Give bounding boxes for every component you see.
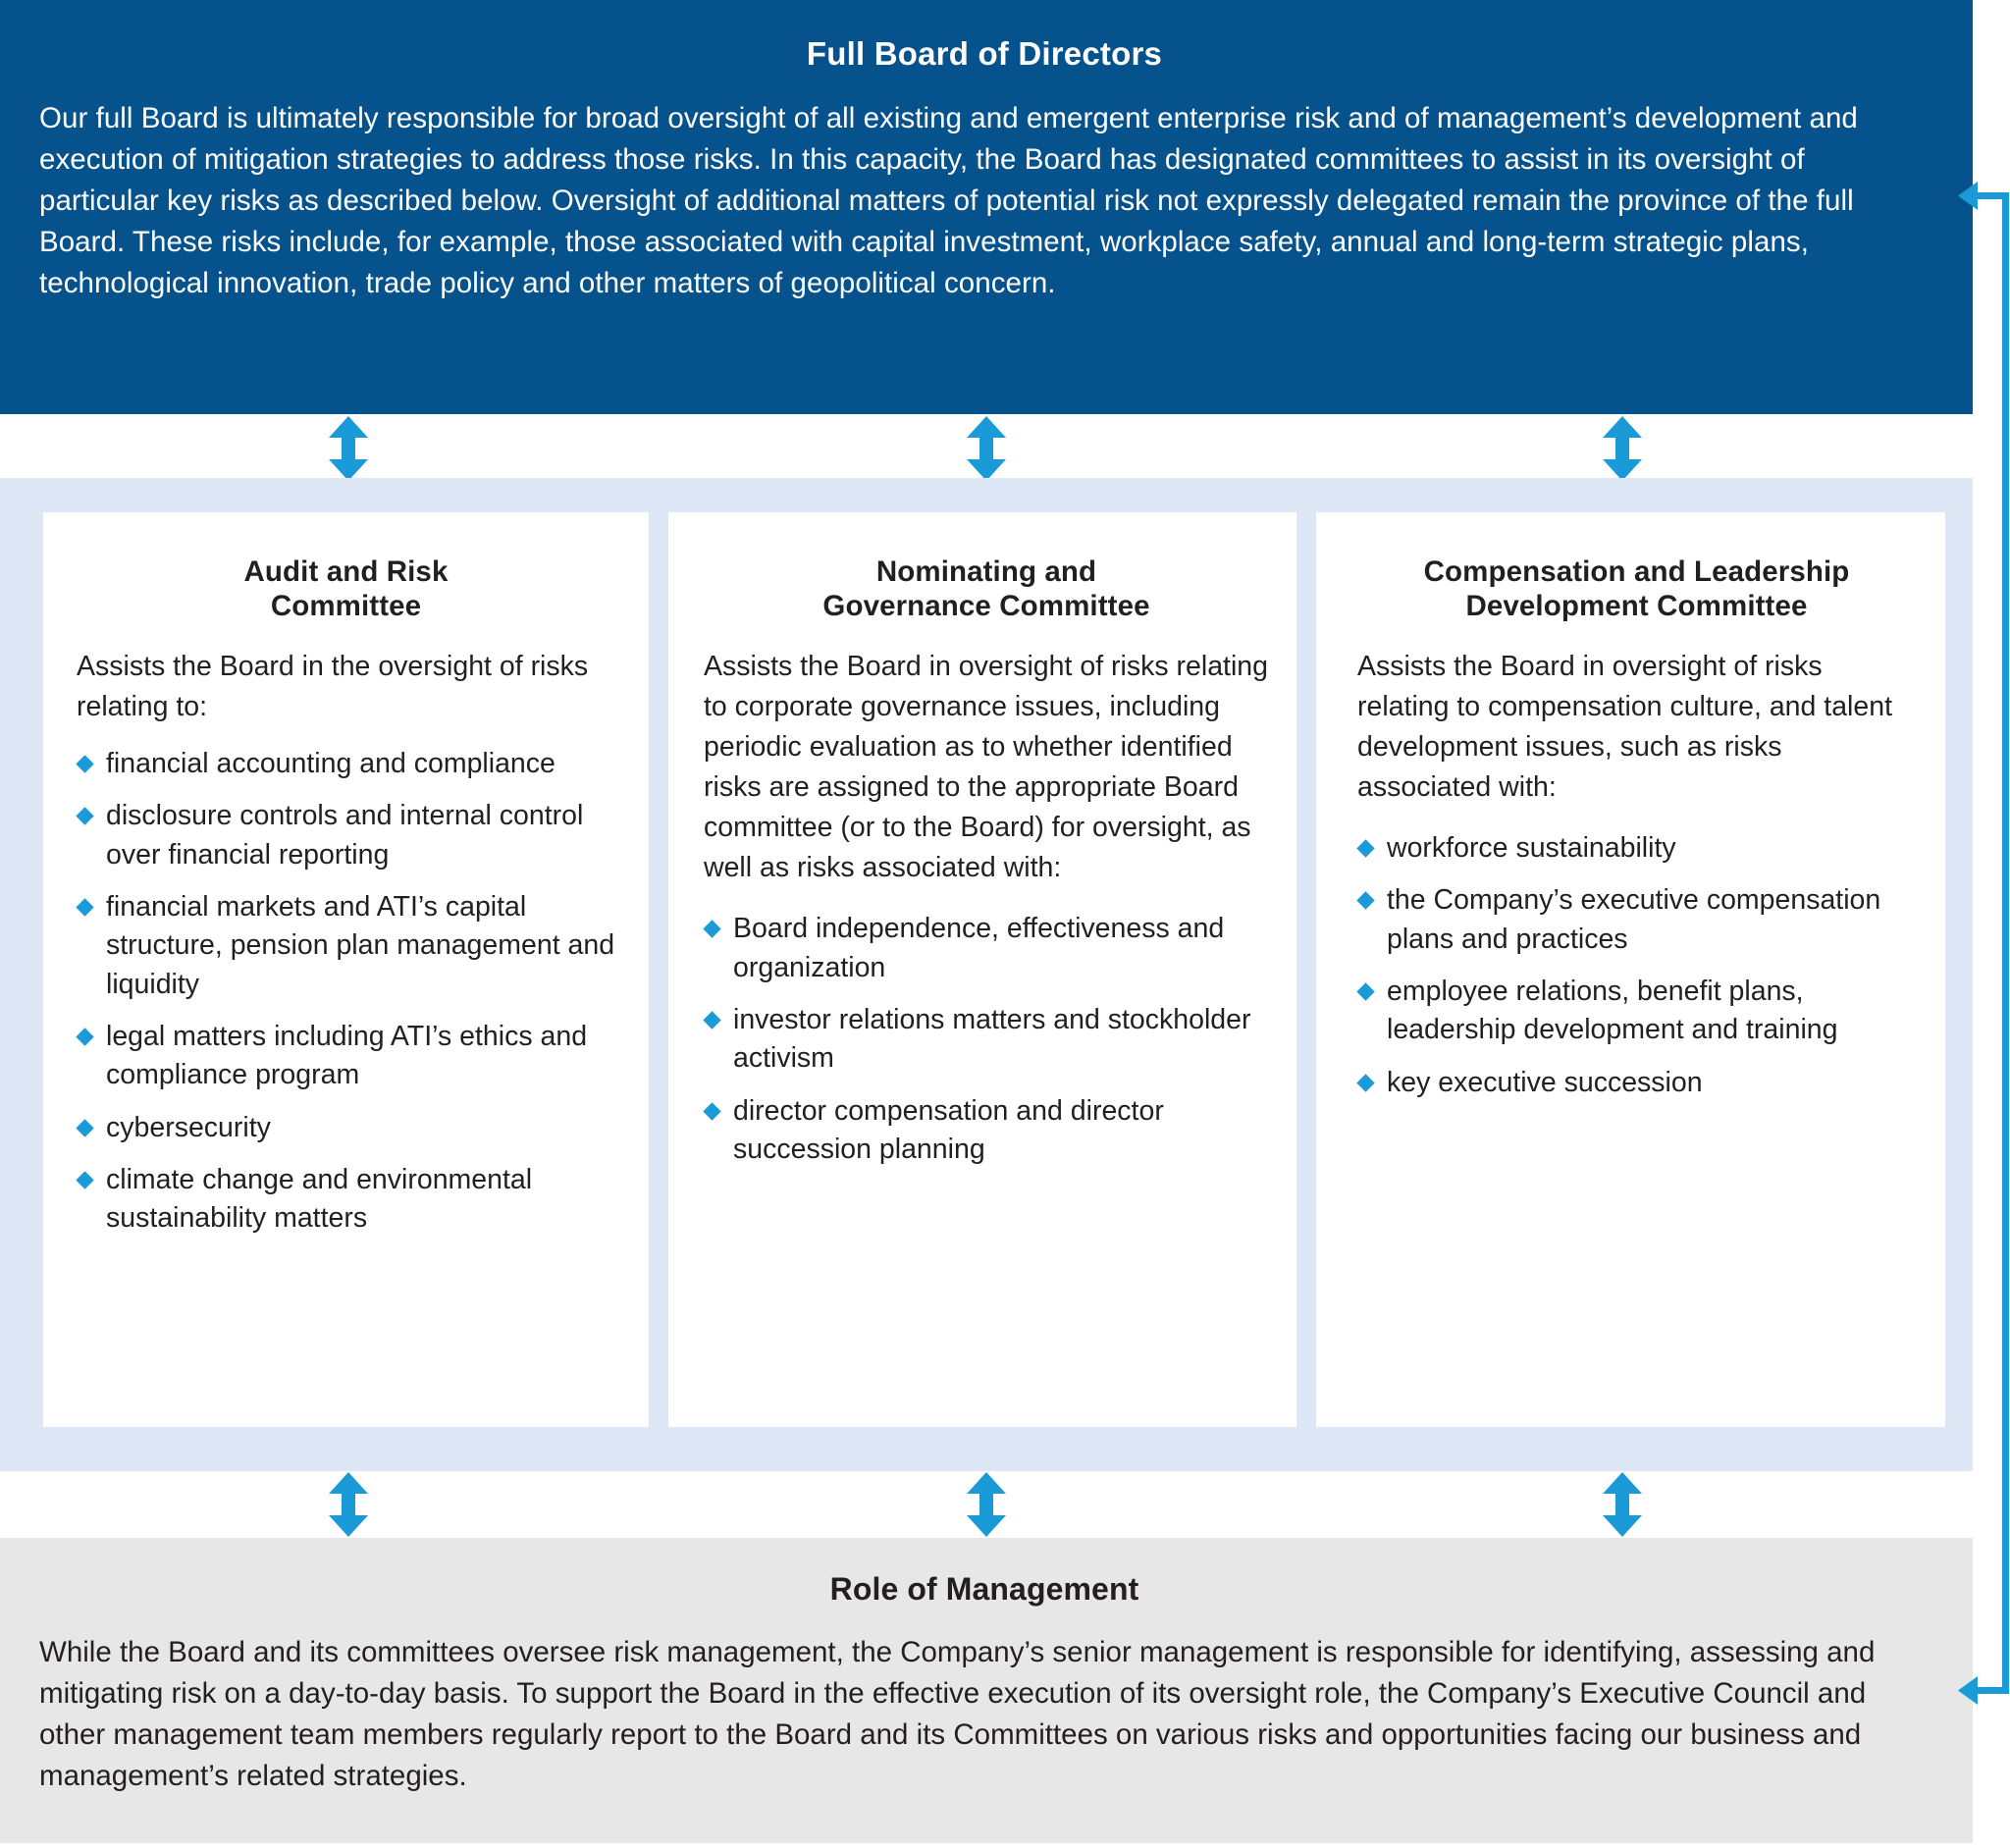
double-headed-vertical-arrow-icon (329, 1472, 368, 1537)
diamond-bullet-icon (76, 1171, 94, 1189)
role-of-management-title: Role of Management (829, 1571, 1139, 1607)
list-item-label: employee relations, benefit plans, leade… (1387, 976, 1838, 1046)
committee-card-nominating-and-governance: Nominating and Governance Committee Assi… (668, 512, 1296, 1427)
double-headed-vertical-arrow-icon (329, 416, 368, 481)
committee-title-line-1: Compensation and Leadership (1423, 555, 1850, 588)
committee-bullets-nominating-and-governance: Board independence, effectiveness and or… (703, 910, 1269, 1170)
diamond-bullet-icon (703, 920, 721, 938)
list-item-label: cybersecurity (106, 1111, 271, 1143)
list-item: disclosure controls and internal control… (76, 797, 615, 874)
list-item-label: workforce sustainability (1387, 832, 1676, 865)
committee-intro-audit-and-risk: Assists the Board in the oversight of ri… (77, 651, 589, 723)
list-item-label: legal matters including ATI’s ethics and… (106, 1021, 588, 1091)
list-item: cybersecurity (76, 1109, 615, 1147)
diamond-bullet-icon (76, 1028, 94, 1046)
connector-arrow-board-to-compensation (1602, 416, 1643, 481)
list-item: the Company’s executive compensation pla… (1356, 881, 1916, 959)
list-item: investor relations matters and stockhold… (703, 1001, 1269, 1079)
double-headed-vertical-arrow-icon (1603, 1472, 1642, 1537)
list-item-label: director compensation and director succe… (733, 1094, 1164, 1165)
full-board-title: Full Board of Directors (806, 35, 1163, 72)
committee-bullets-compensation-and-leadership-development: workforce sustainability the Company’s e… (1356, 829, 1916, 1102)
committee-card-audit-and-risk: Audit and Risk Committee Assists the Boa… (43, 512, 649, 1427)
connector-arrow-nominating-to-management (966, 1472, 1007, 1537)
connector-arrow-board-to-audit (328, 416, 369, 481)
list-item-label: climate change and environmental sustain… (106, 1164, 533, 1235)
diamond-bullet-icon (76, 1118, 94, 1137)
committee-title-line-2: Committee (270, 589, 422, 622)
full-board-panel: Full Board of Directors Our full Board i… (0, 0, 1973, 414)
committee-bullets-audit-and-risk: financial accounting and compliance disc… (76, 745, 615, 1239)
list-item-label: investor relations matters and stockhold… (733, 1003, 1251, 1075)
committee-title-line-1: Nominating and (875, 555, 1097, 588)
list-item: financial accounting and compliance (76, 745, 615, 783)
diamond-bullet-icon (1356, 891, 1375, 911)
committee-title-nominating-and-governance: Nominating and Governance Committee (704, 555, 1269, 623)
diamond-bullet-icon (703, 1101, 721, 1121)
list-item: climate change and environmental sustain… (76, 1161, 615, 1239)
list-item: employee relations, benefit plans, leade… (1356, 973, 1916, 1050)
diamond-bullet-icon (703, 1011, 721, 1030)
diamond-bullet-icon (1356, 1074, 1375, 1092)
committee-card-compensation-and-leadership-development: Compensation and Leadership Development … (1316, 512, 1945, 1427)
double-headed-vertical-arrow-icon (967, 1472, 1006, 1537)
list-item-label: Board independence, effectiveness and or… (733, 913, 1225, 983)
connector-arrow-compensation-to-management (1602, 1472, 1643, 1537)
list-item-label: disclosure controls and internal control… (106, 800, 584, 871)
double-headed-vertical-arrow-icon (1603, 416, 1642, 481)
committee-title-compensation-and-leadership-development: Compensation and Leadership Development … (1357, 555, 1916, 623)
list-item-label: financial markets and ATI’s capital stru… (106, 891, 615, 1000)
list-item: Board independence, effectiveness and or… (703, 910, 1269, 987)
list-item: financial markets and ATI’s capital stru… (76, 888, 615, 1004)
full-board-description: Our full Board is ultimately responsible… (39, 102, 1858, 299)
list-item: workforce sustainability (1356, 829, 1916, 868)
committees-band: Audit and Risk Committee Assists the Boa… (0, 478, 1973, 1471)
committee-title-line-1: Audit and Risk (243, 555, 449, 588)
committee-intro-nominating-and-governance: Assists the Board in oversight of risks … (704, 651, 1268, 884)
role-of-management-panel: Role of Management While the Board and i… (0, 1538, 1973, 1843)
list-item: key executive succession (1356, 1064, 1916, 1102)
list-item: director compensation and director succe… (703, 1092, 1269, 1170)
committee-title-line-2: Development Committee (1465, 589, 1808, 622)
role-of-management-description: While the Board and its committees overs… (39, 1636, 1876, 1792)
list-item: legal matters including ATI’s ethics and… (76, 1018, 615, 1095)
list-item-label: financial accounting and compliance (106, 748, 555, 780)
diamond-bullet-icon (76, 807, 94, 826)
connector-arrow-audit-to-management (328, 1472, 369, 1537)
committee-title-line-2: Governance Committee (822, 589, 1150, 622)
double-headed-vertical-arrow-icon (967, 416, 1006, 481)
committee-intro-compensation-and-leadership-development: Assists the Board in oversight of risks … (1357, 651, 1893, 804)
list-item-label: the Company’s executive compensation pla… (1387, 884, 1881, 955)
diamond-bullet-icon (76, 755, 94, 773)
list-item-label: key executive succession (1387, 1066, 1703, 1098)
diamond-bullet-icon (76, 898, 94, 917)
connector-arrow-board-to-nominating (966, 416, 1007, 481)
diamond-bullet-icon (1356, 982, 1375, 1001)
diamond-bullet-icon (1356, 839, 1375, 858)
committee-title-audit-and-risk: Audit and Risk Committee (77, 555, 615, 623)
